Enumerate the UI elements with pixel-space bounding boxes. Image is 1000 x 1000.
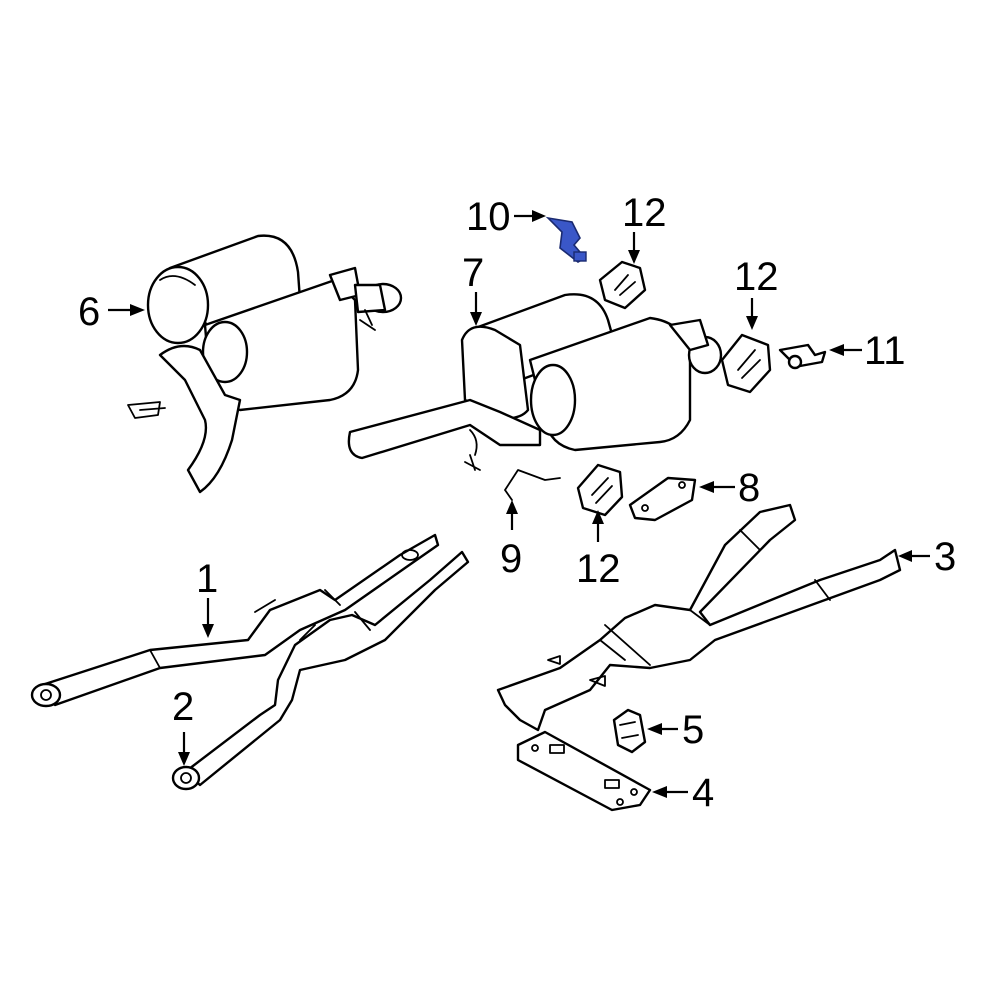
part-12-hanger-middle xyxy=(576,463,624,517)
part-4-heat-shield-plate xyxy=(516,730,652,812)
callout-12-top: 12 xyxy=(622,191,667,235)
callout-11: 11 xyxy=(864,329,906,373)
part-3-center-pipe xyxy=(496,503,902,732)
callout-1: 1 xyxy=(196,557,218,601)
part-9-hanger-rod xyxy=(504,469,561,501)
callout-12-middle: 12 xyxy=(576,547,621,591)
part-11-hanger-bracket xyxy=(778,343,827,370)
part-12-hanger-top xyxy=(598,260,647,310)
callout-7: 7 xyxy=(462,251,484,295)
callout-6: 6 xyxy=(78,290,100,334)
part-6-muffler-left xyxy=(127,234,403,494)
leader-lines xyxy=(108,210,930,798)
callout-4: 4 xyxy=(692,771,714,815)
callout-12-right: 12 xyxy=(734,255,779,299)
part-5-rubber-mount xyxy=(612,708,647,754)
callout-3: 3 xyxy=(934,535,956,579)
callout-labels: 1 2 3 4 5 6 7 8 9 10 11 12 12 12 xyxy=(78,191,956,815)
callout-10: 10 xyxy=(466,195,511,239)
part-8-bracket-plate xyxy=(628,476,697,522)
callout-5: 5 xyxy=(682,708,704,752)
callout-8: 8 xyxy=(738,466,760,510)
part-12-hanger-right xyxy=(720,333,772,394)
part-7-muffler-right xyxy=(347,293,723,471)
callout-9: 9 xyxy=(500,537,522,581)
part-2-front-pipe-right xyxy=(171,550,470,791)
part-1-front-pipe-left xyxy=(30,533,440,708)
part-10-bracket-highlighted xyxy=(545,216,587,263)
callout-2: 2 xyxy=(172,685,194,729)
